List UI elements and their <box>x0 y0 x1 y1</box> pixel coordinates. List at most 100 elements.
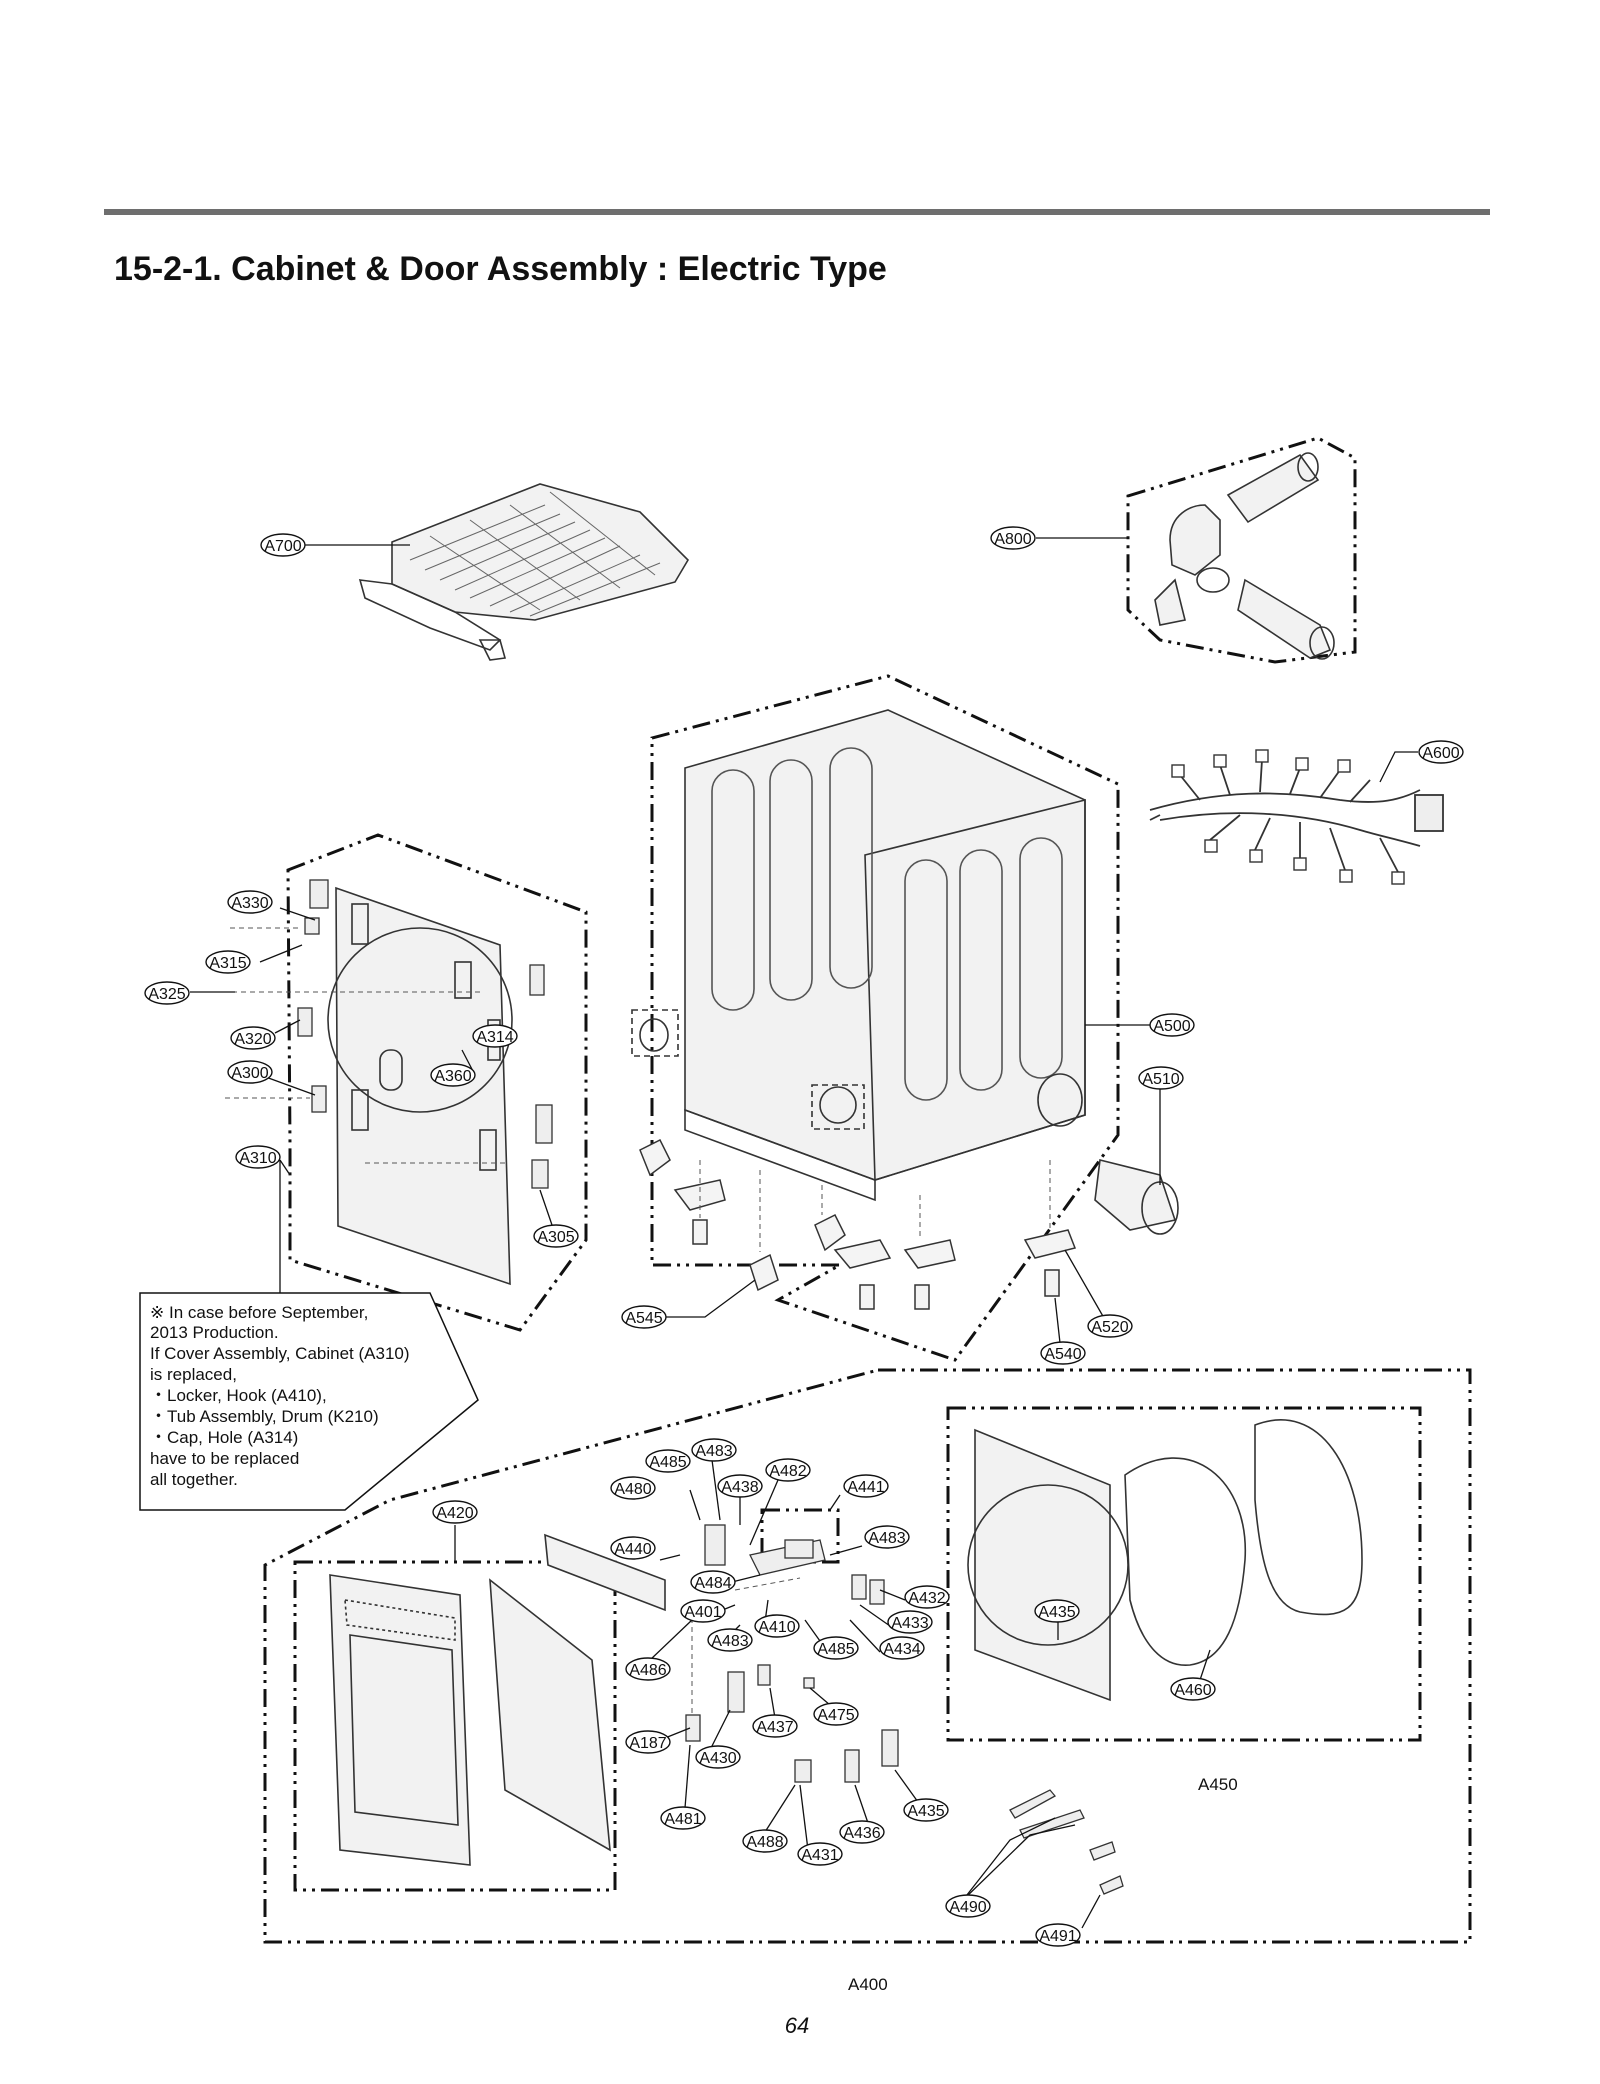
callout-a540: A540 <box>1040 1341 1086 1365</box>
callout-a482: A482 <box>765 1458 811 1482</box>
callout-a320: A320 <box>230 1026 276 1050</box>
callout-a491: A491 <box>1035 1923 1081 1947</box>
outer-door-part <box>329 1533 666 1866</box>
svg-text:A482: A482 <box>769 1463 806 1480</box>
duct-kit-part <box>1154 452 1335 660</box>
svg-text:A360: A360 <box>434 1068 471 1085</box>
svg-text:A435: A435 <box>907 1803 944 1820</box>
callout-a480: A480 <box>610 1476 656 1500</box>
svg-text:A441: A441 <box>847 1479 884 1496</box>
callout-a431: A431 <box>797 1842 843 1866</box>
svg-text:A490: A490 <box>949 1899 986 1916</box>
svg-text:A475: A475 <box>817 1707 854 1724</box>
inner-door-part <box>967 1419 1363 1702</box>
callout-a545: A545 <box>621 1305 667 1329</box>
outer-door-boundary <box>293 1560 617 1892</box>
note-text: ※ In case before September, 2013 Product… <box>150 1303 410 1489</box>
inner-door-boundary <box>946 1406 1422 1742</box>
callout-a330: A330 <box>227 890 273 914</box>
callout-a430: A430 <box>695 1745 741 1769</box>
callout-a432: A432 <box>904 1585 950 1609</box>
svg-text:A187: A187 <box>629 1735 666 1752</box>
svg-text:A410: A410 <box>758 1619 795 1636</box>
svg-text:A433: A433 <box>891 1615 928 1632</box>
wire-harness-part <box>1149 759 1444 873</box>
callout-a305: A305 <box>533 1224 579 1248</box>
callout-a475: A475 <box>813 1702 859 1726</box>
callout-a485-top: A485 <box>645 1449 691 1473</box>
callout-a187: A187 <box>625 1730 671 1754</box>
callout-a483-mid: A483 <box>864 1525 910 1549</box>
svg-text:※ In case before September,: ※ In case before September, <box>150 1303 368 1322</box>
svg-text:A800: A800 <box>994 531 1031 548</box>
leader-lines <box>190 537 1418 1929</box>
cabinet-boundary <box>650 674 1120 1362</box>
svg-text:A320: A320 <box>234 1031 271 1048</box>
callout-a500: A500 <box>1149 1013 1195 1037</box>
svg-text:If Cover Assembly, Cabinet (A3: If Cover Assembly, Cabinet (A310) <box>150 1344 410 1363</box>
callout-a410: A410 <box>754 1614 800 1638</box>
svg-text:2013 Production.: 2013 Production. <box>150 1323 279 1342</box>
callout-a483-top: A483 <box>691 1438 737 1462</box>
part-callouts: A700 A800 A600 A500 A510 A520 A540 A545 … <box>144 526 1464 1947</box>
callout-a460: A460 <box>1170 1677 1216 1701</box>
door-part-screw-lines <box>691 1577 801 1715</box>
svg-text:A436: A436 <box>843 1825 880 1842</box>
svg-text:A483: A483 <box>711 1633 748 1650</box>
svg-text:A431: A431 <box>801 1847 838 1864</box>
svg-text:A488: A488 <box>746 1834 783 1851</box>
svg-text:A460: A460 <box>1174 1682 1211 1699</box>
svg-text:A440: A440 <box>614 1541 651 1558</box>
note-box <box>139 1292 479 1511</box>
detail-box-boundary <box>760 1508 840 1564</box>
svg-text:A305: A305 <box>537 1229 574 1246</box>
door-group-label: A400 <box>848 1975 888 1994</box>
svg-text:A481: A481 <box>664 1811 701 1828</box>
callout-a360: A360 <box>430 1063 476 1087</box>
callout-a401: A401 <box>680 1599 726 1623</box>
callout-a325: A325 <box>144 981 190 1005</box>
page-title: 15-2-1. Cabinet & Door Assembly : Electr… <box>114 250 887 288</box>
cabinet-feet <box>639 1138 1077 1310</box>
callout-a434: A434 <box>879 1636 925 1660</box>
front-panel-part <box>327 886 513 1286</box>
svg-text:A485: A485 <box>649 1454 686 1471</box>
svg-text:A500: A500 <box>1153 1018 1190 1035</box>
svg-text:A310: A310 <box>239 1150 276 1167</box>
callout-a700: A700 <box>260 533 306 557</box>
front-panel-hinges <box>297 879 553 1189</box>
callout-a440: A440 <box>610 1536 656 1560</box>
svg-text:A420: A420 <box>436 1505 473 1522</box>
svg-text:A315: A315 <box>209 955 246 972</box>
callout-a315: A315 <box>205 950 251 974</box>
callout-a420: A420 <box>432 1500 478 1524</box>
callout-a435-right: A435 <box>1034 1599 1080 1623</box>
svg-text:all together.: all together. <box>150 1470 238 1489</box>
svg-text:・Locker, Hook (A410),: ・Locker, Hook (A410), <box>150 1386 327 1405</box>
callout-a437: A437 <box>752 1714 798 1738</box>
svg-text:A438: A438 <box>721 1479 758 1496</box>
page-number: 64 <box>785 2013 809 2038</box>
svg-text:A540: A540 <box>1044 1346 1081 1363</box>
svg-text:A401: A401 <box>684 1604 721 1621</box>
cabinet-part <box>631 709 1086 1202</box>
svg-text:A330: A330 <box>231 895 268 912</box>
svg-text:・Cap, Hole (A314): ・Cap, Hole (A314) <box>150 1428 298 1447</box>
svg-text:A483: A483 <box>868 1530 905 1547</box>
svg-text:A435: A435 <box>1038 1604 1075 1621</box>
callout-a438: A438 <box>717 1474 763 1498</box>
front-panel-boundary <box>286 833 588 1332</box>
svg-text:have to be replaced: have to be replaced <box>150 1449 299 1468</box>
svg-text:A300: A300 <box>231 1065 268 1082</box>
svg-text:A483: A483 <box>695 1443 732 1460</box>
svg-text:A485: A485 <box>817 1641 854 1658</box>
door-group-boundary <box>263 1368 1472 1944</box>
callout-a435-low: A435 <box>903 1798 949 1822</box>
svg-text:A434: A434 <box>883 1641 920 1658</box>
harness-connectors <box>1171 749 1405 885</box>
callout-a484: A484 <box>690 1570 736 1594</box>
svg-text:A700: A700 <box>264 538 301 555</box>
inner-door-group-label: A450 <box>1198 1775 1238 1794</box>
callout-a485-low: A485 <box>813 1636 859 1660</box>
svg-text:A314: A314 <box>476 1029 513 1046</box>
